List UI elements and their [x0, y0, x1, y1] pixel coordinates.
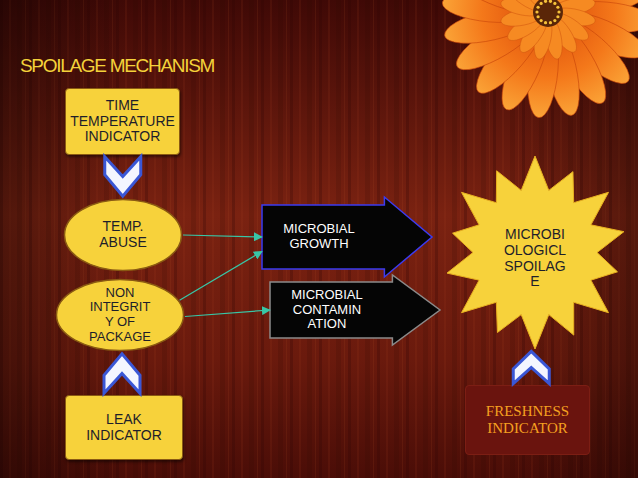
chevron-arrow — [104, 354, 140, 394]
flower-pollen — [556, 15, 559, 18]
chevron-arrow — [105, 157, 141, 197]
indicator-label-box: FRESHNESS INDICATOR — [465, 385, 590, 455]
flower-pollen — [553, 19, 556, 22]
ellipse-shape — [65, 200, 182, 271]
node-text-group: LEAK INDICATOR — [72, 412, 176, 443]
flower-pollen — [536, 15, 539, 18]
ellipse-shape — [57, 280, 184, 351]
flower-pollen — [540, 19, 543, 22]
node-label: MICROBIAL GROWTH — [277, 222, 361, 251]
flower-pollen — [535, 10, 538, 13]
chevron-arrow — [513, 351, 549, 383]
flower-pollen — [540, 2, 543, 5]
node-label: TEMP. ABUSE — [87, 219, 159, 250]
flower-pollen — [556, 6, 559, 9]
connector-arrow — [185, 310, 270, 316]
arrow-shape — [270, 275, 440, 345]
node-label: MICROBIAL CONTAMIN ATION — [286, 288, 368, 332]
indicator-box: LEAK INDICATOR — [65, 395, 183, 460]
node-text-group: MICROBI OLOGICL SPOILAG E — [501, 227, 569, 290]
node-label: NON INTEGRIT Y OF PACKAGE — [86, 286, 154, 344]
node-text-group: NON INTEGRIT Y OF PACKAGE — [86, 286, 154, 344]
flower-pollen — [544, 0, 547, 3]
node-text-group: TIME TEMPERATURE INDICATOR — [67, 98, 179, 145]
connector-arrow — [180, 251, 262, 300]
node-label: TIME TEMPERATURE INDICATOR — [67, 98, 179, 145]
node-label: MICROBI OLOGICL SPOILAG E — [501, 227, 569, 290]
result-starburst: MICROBI OLOGICL SPOILAG E — [440, 155, 630, 350]
cause-ellipse: NON INTEGRIT Y OF PACKAGE — [55, 278, 185, 352]
connector-arrow — [183, 235, 262, 237]
arrow-box: MICROBIAL GROWTH — [262, 197, 432, 277]
flower — [441, 0, 638, 119]
node-text-group: MICROBIAL GROWTH — [277, 222, 361, 251]
arrow-box: MICROBIAL CONTAMIN ATION — [270, 275, 440, 345]
flower-pollen — [549, 21, 552, 24]
flower-center — [533, 0, 563, 27]
node-text-group: TEMP. ABUSE — [87, 219, 159, 250]
flower-pollen — [536, 6, 539, 9]
flower-pollen — [544, 21, 547, 24]
node-text-group: MICROBIAL CONTAMIN ATION — [286, 288, 368, 332]
node-label: LEAK INDICATOR — [72, 412, 176, 443]
flower-pollen — [549, 0, 552, 3]
cause-ellipse: TEMP. ABUSE — [63, 198, 183, 272]
flower-pollen — [553, 2, 556, 5]
slide-title: SPOILAGE MECHANISM — [20, 55, 214, 77]
indicator-box: TIME TEMPERATURE INDICATOR — [65, 88, 180, 155]
starburst-shape — [447, 156, 624, 349]
arrow-shape — [262, 197, 432, 277]
node-text-group: FRESHNESS INDICATOR — [472, 403, 584, 437]
node-label: FRESHNESS INDICATOR — [472, 403, 584, 437]
flower-pollen — [557, 10, 560, 13]
